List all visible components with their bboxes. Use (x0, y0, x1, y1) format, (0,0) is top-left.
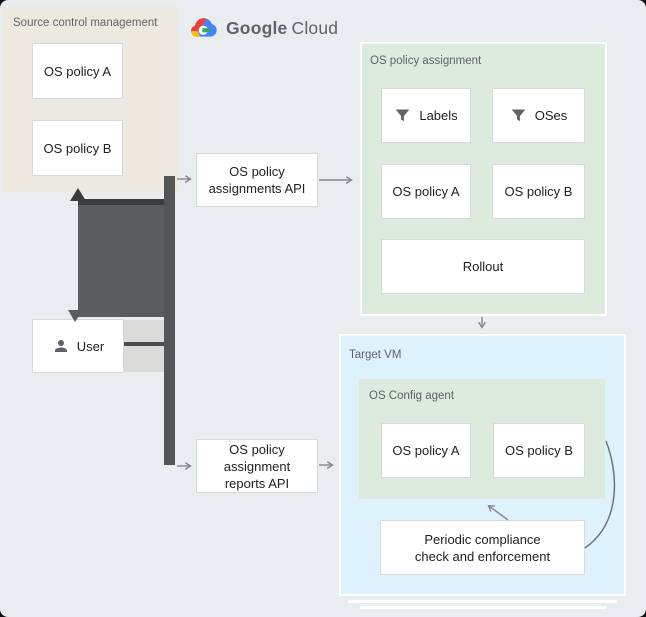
user-label: User (76, 338, 105, 354)
os-policy-assignment-title: OS policy assignment (370, 55, 482, 67)
source-os-policy-a-label: OS policy A (43, 63, 112, 79)
agent-os-policy-b-box: OS policy B (493, 423, 585, 478)
os-policy-assignments-api-box: OS policy assignments API (196, 153, 318, 207)
source-control-group: Source control management OS policy A OS… (3, 7, 178, 192)
logo-word-cloud: Cloud (291, 17, 339, 38)
source-control-title: Source control management (13, 17, 158, 29)
source-os-policy-b-label: OS policy B (43, 140, 112, 156)
assignment-os-policy-b-box: OS policy B (492, 164, 585, 219)
periodic-compliance-box: Periodic compliance check and enforcemen… (380, 520, 585, 575)
agent-os-policy-a-label: OS policy A (392, 443, 460, 458)
google-cloud-icon (189, 17, 217, 40)
os-config-agent-group: OS Config agent OS policy A OS policy B (359, 379, 605, 499)
os-policy-assignments-api-label: OS policy assignments API (208, 164, 306, 196)
oses-filter-label: OSes (534, 108, 568, 123)
agent-os-policy-a-box: OS policy A (381, 423, 471, 478)
os-policy-assignment-reports-api-box: OS policy assignment reports API (196, 439, 318, 493)
os-config-agent-title: OS Config agent (369, 390, 455, 402)
filter-icon (510, 107, 527, 124)
target-vm-title: Target VM (349, 349, 402, 361)
periodic-compliance-label: Periodic compliance check and enforcemen… (414, 531, 551, 564)
vm-stack-line (360, 606, 607, 609)
os-policy-assignment-group: OS policy assignment Labels OSes OS poli… (360, 42, 607, 316)
user-box: User (32, 319, 124, 373)
filter-icon (394, 107, 411, 124)
target-vm-group: Target VM OS Config agent OS policy A OS… (339, 334, 626, 596)
labels-filter-label: Labels (419, 108, 458, 123)
assignment-os-policy-b-label: OS policy B (504, 184, 573, 199)
assignment-os-policy-a-box: OS policy A (381, 164, 471, 219)
user-connector-band (124, 320, 175, 372)
logo-word-google: Google (226, 17, 288, 38)
agent-os-policy-b-label: OS policy B (505, 443, 573, 458)
user-connector-line (124, 342, 169, 346)
labels-filter-box: Labels (381, 88, 471, 143)
rollout-label: Rollout (462, 259, 504, 274)
source-os-policy-a-box: OS policy A (32, 43, 123, 99)
vm-stack-line (348, 600, 617, 603)
assignment-os-policy-a-label: OS policy A (392, 184, 460, 199)
person-icon (52, 337, 70, 355)
os-policy-assignment-reports-api-label: OS policy assignment reports API (223, 441, 291, 491)
source-os-policy-b-box: OS policy B (32, 120, 123, 176)
rollout-box: Rollout (381, 239, 585, 294)
oses-filter-box: OSes (492, 88, 585, 143)
